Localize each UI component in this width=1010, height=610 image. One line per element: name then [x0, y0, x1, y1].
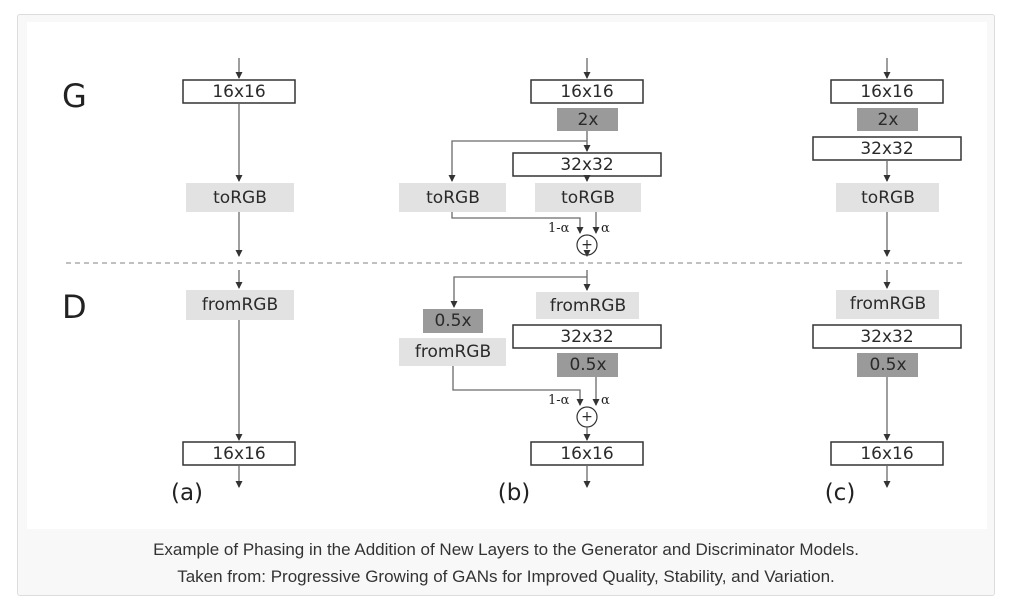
block-32x32-d-c: [812, 324, 962, 349]
discriminator-row-label: D: [62, 288, 87, 326]
block-fromrgb-new-b: [536, 292, 639, 319]
weight-one-minus-alpha: 1-α: [548, 393, 570, 408]
block-label: 32x32: [860, 139, 913, 159]
block-label: 0.5x: [434, 311, 471, 331]
figure-caption: Example of Phasing in the Addition of Ne…: [17, 536, 995, 590]
caption-line-2: Taken from: Progressive Growing of GANs …: [177, 567, 835, 586]
block-label: toRGB: [561, 188, 615, 208]
sum-symbol: +: [581, 237, 593, 253]
block-16x16-g-c: [830, 79, 944, 104]
block-label: fromRGB: [202, 295, 278, 315]
block-torgb-old-b: [399, 183, 506, 212]
block-label: 16x16: [560, 82, 613, 102]
generator-row-label: G: [62, 77, 87, 115]
block-torgb-new-b: [535, 183, 641, 212]
panel-label-c: (c): [825, 480, 856, 506]
weight-alpha: α: [601, 393, 610, 408]
block-downsample-new-b: [557, 353, 618, 377]
block-fromrgb-old-b: [399, 338, 506, 366]
block-label: 16x16: [860, 444, 913, 464]
block-label: toRGB: [861, 188, 915, 208]
block-label: toRGB: [213, 188, 267, 208]
block-torgb-a: [186, 183, 294, 212]
branch-arrow: [448, 140, 587, 182]
block-label: fromRGB: [850, 294, 926, 314]
block-label: 2x: [878, 110, 899, 130]
block-label: toRGB: [426, 188, 480, 208]
block-torgb-c: [836, 183, 939, 212]
weight-one-minus-alpha: 1-α: [548, 221, 570, 236]
fade-arrow-old: [451, 212, 584, 234]
panel-b: 16x16 2x 32x32 toRGB toRGB 1-α α + fromR…: [399, 58, 662, 506]
panel-label-a: (a): [171, 480, 203, 506]
block-32x32-d-b: [512, 324, 662, 349]
panel-a: 16x16 toRGB fromRGB 16x16 (a): [171, 58, 296, 506]
block-label: 0.5x: [869, 355, 906, 375]
weight-alpha: α: [601, 221, 610, 236]
block-label: fromRGB: [415, 342, 491, 362]
block-upsample-c: [857, 108, 918, 131]
panel-c: 16x16 2x 32x32 toRGB fromRGB 32x32 0.5x …: [812, 58, 962, 506]
block-label: 2x: [578, 110, 599, 130]
block-fromrgb-a: [186, 290, 294, 320]
block-downsample-old-b: [423, 309, 483, 333]
block-label: 16x16: [212, 82, 265, 102]
block-16x16-g-b: [530, 79, 644, 104]
block-label: 32x32: [560, 327, 613, 347]
block-label: 16x16: [212, 444, 265, 464]
block-label: 0.5x: [569, 355, 606, 375]
panel-label-b: (b): [498, 480, 531, 506]
block-label: 32x32: [560, 155, 613, 175]
block-label: 32x32: [860, 327, 913, 347]
sum-symbol: +: [581, 409, 593, 425]
block-label: 16x16: [560, 444, 613, 464]
fade-arrow-old: [452, 366, 584, 406]
block-fromrgb-c: [836, 290, 939, 319]
block-downsample-c: [857, 353, 918, 377]
block-label: 16x16: [860, 82, 913, 102]
branch-arrow: [450, 276, 587, 308]
caption-line-1: Example of Phasing in the Addition of Ne…: [153, 540, 859, 559]
block-upsample-b: [557, 108, 618, 131]
block-label: fromRGB: [550, 296, 626, 316]
